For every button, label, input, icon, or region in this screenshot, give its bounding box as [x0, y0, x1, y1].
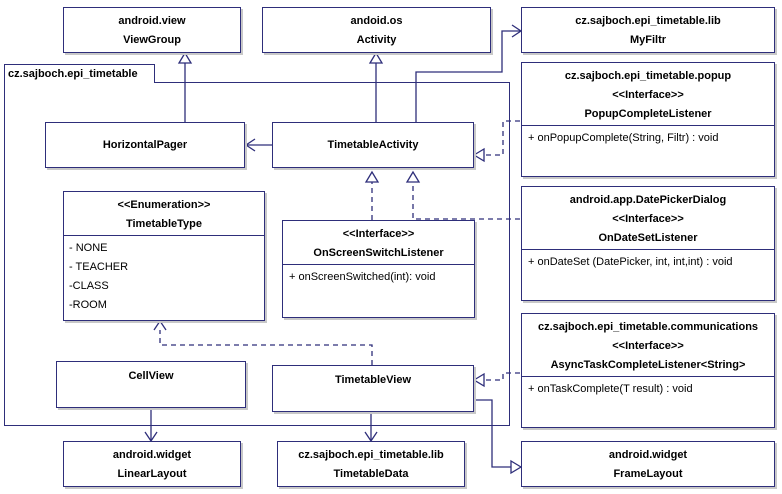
datepicker-stereotype: <<Interface>> — [612, 213, 684, 225]
class-viewgroup[interactable]: android.view ViewGroup — [63, 7, 241, 53]
viewgroup-name: ViewGroup — [123, 34, 181, 46]
enum-timetabletype[interactable]: <<Enumeration>> TimetableType - NONE - T… — [63, 191, 265, 321]
asynctask-stereotype: <<Interface>> — [612, 340, 684, 352]
dependency-timetabletype — [159, 330, 373, 365]
class-myfiltr[interactable]: cz.sajboch.epi_timetable.lib MyFiltr — [521, 7, 775, 53]
hollow-triangle-viewgroup — [177, 51, 193, 64]
class-timetableactivity[interactable]: TimetableActivity — [272, 122, 474, 168]
datepicker-member-0: + onDateSet (DatePicker, int, int,int) :… — [528, 256, 733, 268]
timetabletype-name: TimetableType — [125, 218, 202, 230]
popup-separator — [522, 125, 774, 126]
myfiltr-name: MyFiltr — [629, 34, 667, 46]
class-linearlayout[interactable]: android.widget LinearLayout — [63, 441, 241, 487]
interface-popupcompletelistener[interactable]: cz.sajboch.epi_timetable.popup <<Interfa… — [521, 62, 775, 177]
package-tab: cz.sajboch.epi_timetable — [4, 64, 155, 83]
cellview-name: CellView — [128, 370, 174, 382]
linearlayout-name: LinearLayout — [117, 468, 187, 480]
activity-name: Activity — [356, 34, 397, 46]
popup-package: cz.sajboch.epi_timetable.popup — [564, 70, 732, 82]
interface-onscreenswitchlistener[interactable]: <<Interface>> OnScreenSwitchListener + o… — [282, 220, 475, 318]
timetabletype-separator — [64, 235, 264, 236]
generalization-timetableview-framelayout — [472, 399, 514, 468]
activity-package: andoid.os — [350, 15, 403, 27]
popup-stereotype: <<Interface>> — [612, 89, 684, 101]
datepicker-name: OnDateSetListener — [598, 232, 698, 244]
onscreenswitch-member-0: + onScreenSwitched(int): void — [289, 271, 436, 283]
timetabletype-literal-2: -CLASS — [69, 280, 109, 292]
timetableview-name: TimetableView — [334, 374, 412, 386]
timetabletype-literal-1: - TEACHER — [69, 261, 129, 273]
hollow-triangle-framelayout — [510, 459, 523, 475]
hollow-triangle-popup — [472, 147, 485, 163]
package-name: cz.sajboch.epi_timetable — [8, 68, 138, 80]
asynctask-separator — [522, 376, 774, 377]
linearlayout-package: android.widget — [112, 449, 192, 461]
framelayout-package: android.widget — [608, 449, 688, 461]
myfiltr-package: cz.sajboch.epi_timetable.lib — [575, 15, 721, 27]
horizontalpager-name: HorizontalPager — [102, 138, 188, 151]
open-arrow-timetabletype — [153, 319, 167, 331]
package-frame — [4, 82, 510, 426]
class-timetabledata[interactable]: cz.sajboch.epi_timetable.lib TimetableDa… — [277, 441, 465, 487]
onscreenswitch-name: OnScreenSwitchListener — [313, 247, 444, 259]
viewgroup-package: android.view — [118, 15, 186, 27]
timetabletype-stereotype: <<Enumeration>> — [117, 199, 211, 211]
open-arrow-horizontalpager — [244, 138, 256, 152]
timetabledata-package: cz.sajboch.epi_timetable.lib — [298, 449, 444, 461]
timetabletype-literal-0: - NONE — [69, 242, 108, 254]
association-timetableactivity-myfiltr — [415, 30, 520, 122]
class-timetableview[interactable]: TimetableView — [272, 365, 474, 412]
asynctask-member-0: + onTaskComplete(T result) : void — [528, 383, 693, 395]
hollow-triangle-asynctask — [472, 372, 485, 388]
realization-asynctask — [483, 372, 520, 381]
class-cellview[interactable]: CellView — [56, 361, 246, 408]
framelayout-name: FrameLayout — [613, 468, 683, 480]
class-horizontalpager[interactable]: HorizontalPager — [45, 122, 245, 168]
onscreenswitch-stereotype: <<Interface>> — [342, 228, 415, 240]
timetabledata-name: TimetableData — [333, 468, 409, 480]
popup-member-0: + onPopupComplete(String, Filtr) : void — [528, 132, 719, 144]
interface-asynctaskcompletelistener[interactable]: cz.sajboch.epi_timetable.communications … — [521, 313, 775, 428]
interface-ondatesetlistener[interactable]: android.app.DatePickerDialog <<Interface… — [521, 186, 775, 301]
class-activity[interactable]: andoid.os Activity — [262, 7, 491, 53]
asynctask-package: cz.sajboch.epi_timetable.communications — [537, 321, 759, 333]
hollow-triangle-datepicker — [405, 170, 421, 183]
hollow-triangle-activity — [368, 51, 384, 64]
class-framelayout[interactable]: android.widget FrameLayout — [521, 441, 775, 487]
timetableactivity-name: TimetableActivity — [327, 138, 419, 151]
timetabletype-literal-3: -ROOM — [69, 299, 107, 311]
onscreenswitch-separator — [283, 264, 474, 265]
asynctask-name: AsyncTaskCompleteListener<String> — [550, 359, 746, 371]
datepicker-package: android.app.DatePickerDialog — [569, 194, 727, 206]
hollow-triangle-onscreenswitch — [364, 170, 380, 183]
datepicker-separator — [522, 249, 774, 250]
popup-name: PopupCompleteListener — [584, 108, 712, 120]
